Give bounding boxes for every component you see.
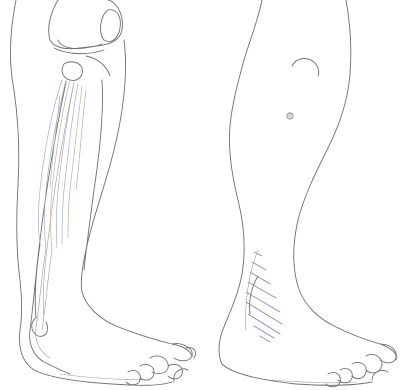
left-tibia-head: [86, 56, 110, 76]
right-leg-back-contour: [219, 0, 262, 364]
left-leg-front-contour: [81, 40, 125, 292]
left-leg-back-contour: [10, 0, 21, 330]
right-hatched-region: [246, 250, 282, 342]
left-toes: [126, 344, 196, 385]
right-foot-top: [334, 326, 396, 360]
left-sole-line: [60, 374, 150, 380]
left-malleolus: [32, 318, 48, 336]
right-toes: [326, 344, 396, 387]
left-shin-line: [84, 80, 103, 270]
left-heel-outline: [20, 330, 172, 385]
left-leg-view: [10, 0, 195, 385]
left-foot-top: [82, 292, 192, 356]
left-fibula-shaft: [35, 82, 66, 318]
left-muscle-belly: [39, 80, 87, 250]
left-fibula-head: [62, 62, 82, 80]
left-femur-condyle: [58, 40, 102, 49]
left-tendon-2: [36, 248, 50, 358]
left-patella: [101, 10, 121, 42]
right-leg-front-contour: [294, 0, 351, 326]
right-knee-point-marker: [287, 113, 293, 119]
right-knee-crease: [292, 59, 319, 76]
right-leg-view: [219, 0, 396, 387]
